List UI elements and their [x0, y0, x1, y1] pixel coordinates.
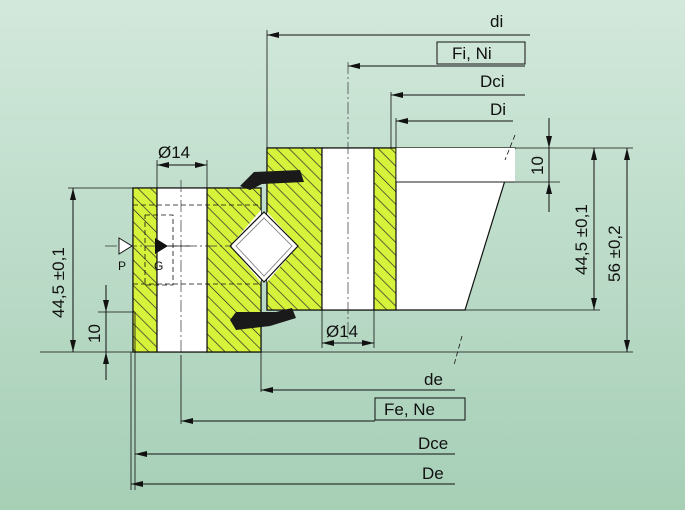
inner-ring-hatch-right: [373, 147, 397, 311]
label-fe-ne: Fe, Ne: [384, 400, 435, 419]
p-marker-icon: [118, 237, 133, 255]
inner-ring-section: [266, 62, 516, 340]
seals: [230, 170, 304, 330]
seal-bottom: [230, 308, 296, 330]
dim-phi14-bottom: Ø14: [321, 310, 375, 348]
label-h44-right: 44,5 ±0,1: [572, 204, 591, 275]
label-g: G: [154, 259, 163, 273]
top-dimensions: di Fi, Ni Dci Di: [266, 12, 530, 161]
label-di: di: [490, 12, 503, 31]
label-De: De: [422, 464, 444, 483]
label-h44-left: 44,5 ±0,1: [49, 247, 68, 318]
label-de: de: [424, 370, 443, 389]
label-h56: 56 ±0,2: [605, 225, 624, 282]
label-ten-left: 10: [85, 324, 104, 343]
cross-roller: [229, 211, 299, 283]
label-fi-ni: Fi, Ni: [452, 44, 492, 63]
left-dimensions: 44,5 ±0,1 10: [49, 187, 135, 380]
label-p: P: [118, 259, 126, 273]
label-dci: Dci: [480, 72, 505, 91]
outer-ring-bolt-hole: [156, 187, 208, 353]
seal-top: [240, 170, 304, 190]
label-ten-right: 10: [528, 156, 547, 175]
right-dimensions: 10 44,5 ±0,1 56 ±0,2: [396, 118, 633, 352]
box-fe-ne: [374, 397, 466, 421]
label-phi14-bottom: Ø14: [326, 322, 358, 341]
label-phi14-top: Ø14: [158, 143, 190, 162]
box-fi-ni: [436, 41, 526, 65]
lubrication-markers: P G: [105, 237, 232, 273]
label-dce: Dce: [418, 434, 448, 453]
lubrication-channel: [144, 214, 174, 286]
bottom-dimensions: de Fe, Ne Dce De: [130, 312, 466, 490]
dim-phi14-top: Ø14: [156, 143, 208, 188]
g-marker-icon: [155, 238, 168, 254]
label-Di: Di: [490, 100, 506, 119]
